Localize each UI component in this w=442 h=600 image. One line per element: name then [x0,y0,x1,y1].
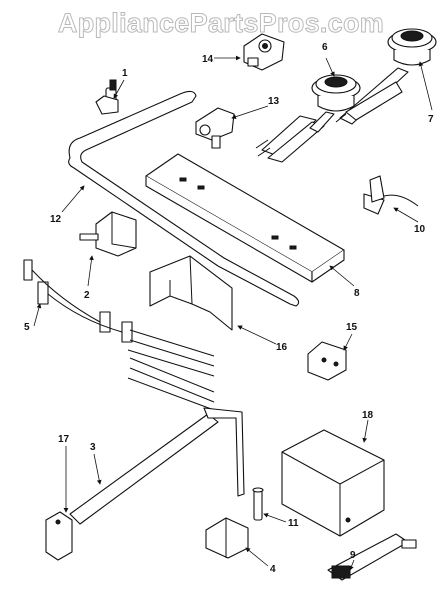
callout-14: 14 [202,54,214,65]
callout-9: 9 [350,550,356,561]
part-10-switch[interactable] [363,175,419,215]
callout-1: 1 [122,68,128,79]
callout-10: 10 [414,224,426,235]
part-8-bracket[interactable] [145,153,345,283]
part-9-switch[interactable] [327,533,417,581]
part-12-manifold[interactable] [68,90,300,307]
callout-6: 6 [322,42,328,53]
part-17-bracket[interactable] [45,511,73,561]
part-5-harness[interactable] [23,259,215,411]
callout-5: 5 [24,322,30,333]
callout-4: 4 [270,564,276,575]
part-4-ignitor[interactable] [205,517,249,559]
callout-7: 7 [428,114,434,125]
part-burner-rear[interactable] [335,28,437,125]
part-13-fitting[interactable] [195,107,235,149]
watermark-text: AppliancePartsPros.com [58,8,384,38]
part-burner-front[interactable] [255,74,361,163]
leader-lines [33,55,433,571]
callout-13: 13 [268,96,280,107]
part-1-orifice[interactable] [95,79,119,115]
callout-3: 3 [90,442,96,453]
callout-15: 15 [346,322,358,333]
part-14-valve[interactable] [243,33,285,71]
part-15-terminal[interactable] [307,341,347,381]
callout-8: 8 [354,288,360,299]
part-2-valve[interactable] [79,211,137,257]
part-3-tube[interactable] [69,407,245,525]
callout-11: 11 [288,518,299,529]
part-18-cover[interactable] [281,429,385,537]
part-16-shield[interactable] [149,255,233,331]
callout-numbers: 1 14 6 13 7 12 10 2 8 5 16 15 18 3 17 11… [24,42,434,575]
callout-17: 17 [58,434,70,445]
callout-18: 18 [362,410,374,421]
part-11-electrode[interactable] [252,487,264,521]
callout-16: 16 [276,342,288,353]
callout-2: 2 [84,290,90,301]
callout-12: 12 [50,214,62,225]
